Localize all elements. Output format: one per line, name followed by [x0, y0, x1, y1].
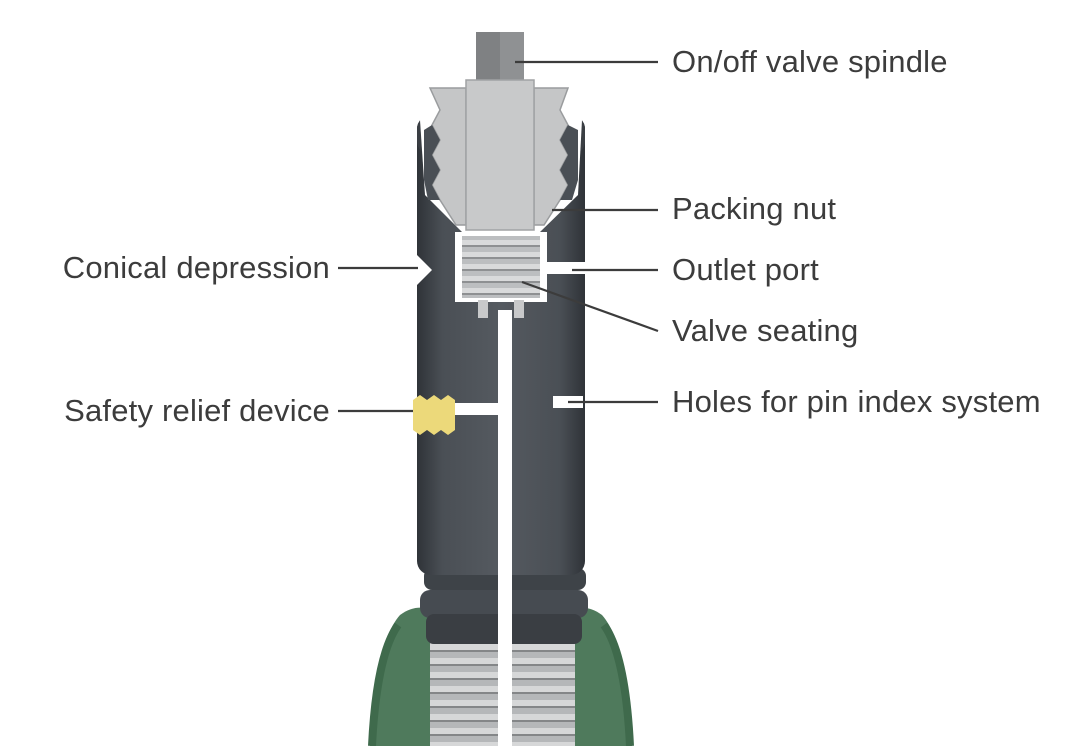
valve-spindle-shaft: [466, 80, 534, 230]
label-outlet-port: Outlet port: [672, 252, 819, 288]
label-packing-nut: Packing nut: [672, 191, 836, 227]
label-safety-relief: Safety relief device: [64, 393, 330, 429]
label-spindle: On/off valve spindle: [672, 44, 948, 80]
label-valve-seating: Valve seating: [672, 313, 858, 349]
outlet-port: [540, 262, 585, 274]
gas-channel: [498, 310, 512, 746]
safety-relief-device: [413, 395, 455, 435]
spindle-thread: [462, 236, 540, 298]
label-conical-depression: Conical depression: [63, 250, 330, 286]
label-pin-index-holes: Holes for pin index system: [672, 384, 1041, 420]
